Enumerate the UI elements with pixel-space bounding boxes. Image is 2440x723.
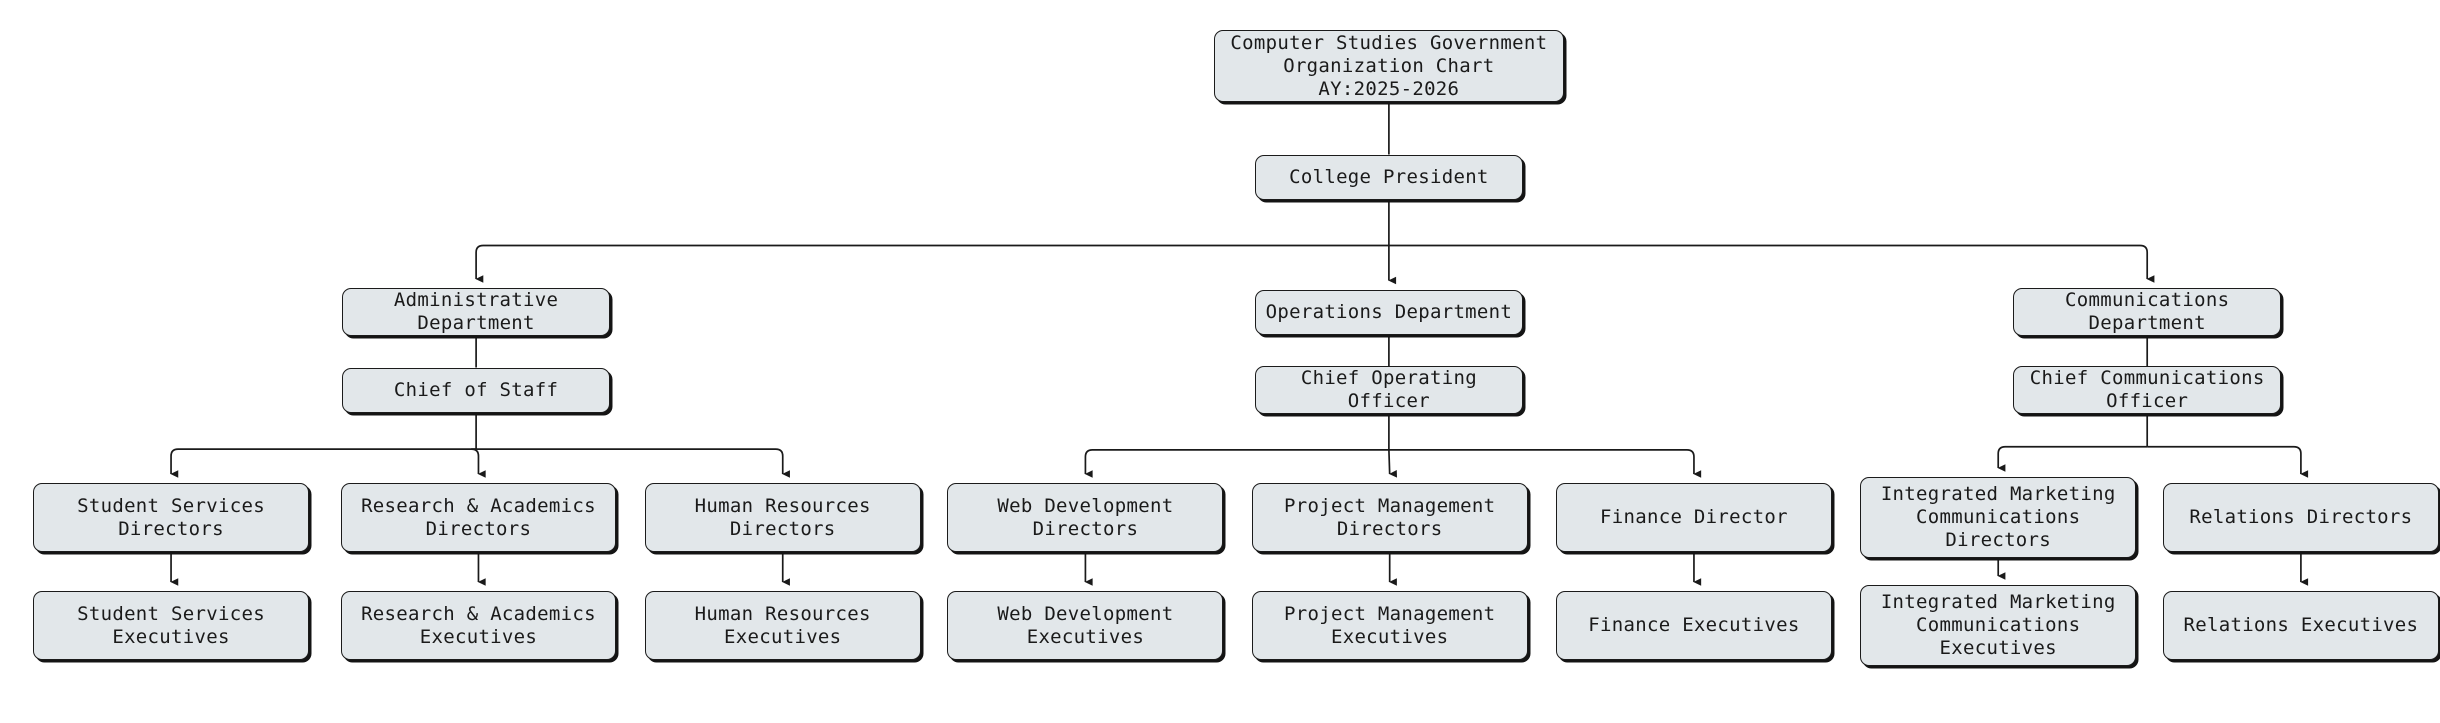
org-node-e5[interactable]: Project Management Executives — [1251, 591, 1528, 660]
edge-cco-to-d8 — [2147, 445, 2309, 478]
org-node-admdep[interactable]: Administrative Department — [342, 288, 611, 336]
org-node-coo[interactable]: Chief Operating Officer — [1254, 366, 1523, 414]
edge-cos-to-d3 — [476, 448, 790, 478]
org-node-e2[interactable]: Research & Academics Executives — [340, 591, 617, 660]
org-node-root[interactable]: Computer Studies Government Organization… — [1213, 30, 1564, 102]
org-node-e1[interactable]: Student Services Executives — [33, 591, 309, 660]
org-node-d6[interactable]: Finance Director — [1556, 483, 1832, 552]
org-node-d1[interactable]: Student Services Directors — [33, 483, 309, 552]
org-node-pres[interactable]: College President — [1254, 154, 1523, 200]
org-node-e4[interactable]: Web Development Executives — [947, 591, 1224, 660]
org-node-cos[interactable]: Chief of Staff — [342, 367, 611, 413]
org-node-e7[interactable]: Integrated Marketing Communications Exec… — [1860, 585, 2137, 666]
edge-coo-to-d6 — [1388, 449, 1702, 478]
edge-cos-to-d1 — [170, 448, 477, 478]
edge-cco-to-d7 — [1997, 445, 2148, 472]
org-node-d5[interactable]: Project Management Directors — [1251, 483, 1528, 552]
org-node-e6[interactable]: Finance Executives — [1556, 591, 1832, 660]
edge-pres-to-admdep — [475, 244, 1389, 283]
org-node-e3[interactable]: Human Resources Executives — [644, 591, 921, 660]
edge-pres-to-comdep — [1388, 244, 2155, 283]
org-node-comdep[interactable]: Communications Department — [2013, 288, 2282, 336]
edge-coo-to-d4 — [1084, 449, 1389, 478]
org-node-e8[interactable]: Relations Executives — [2162, 591, 2439, 660]
org-node-d2[interactable]: Research & Academics Directors — [340, 483, 617, 552]
org-node-d7[interactable]: Integrated Marketing Communications Dire… — [1860, 477, 2137, 558]
org-node-d4[interactable]: Web Development Directors — [947, 483, 1224, 552]
org-node-d8[interactable]: Relations Directors — [2162, 483, 2439, 552]
org-node-cco[interactable]: Chief Communications Officer — [2013, 366, 2282, 414]
edge-coo-to-d5 — [1388, 449, 1397, 478]
org-node-d3[interactable]: Human Resources Directors — [644, 483, 921, 552]
edge-cos-to-d2 — [470, 448, 486, 478]
org-node-opsdep[interactable]: Operations Department — [1254, 289, 1523, 335]
